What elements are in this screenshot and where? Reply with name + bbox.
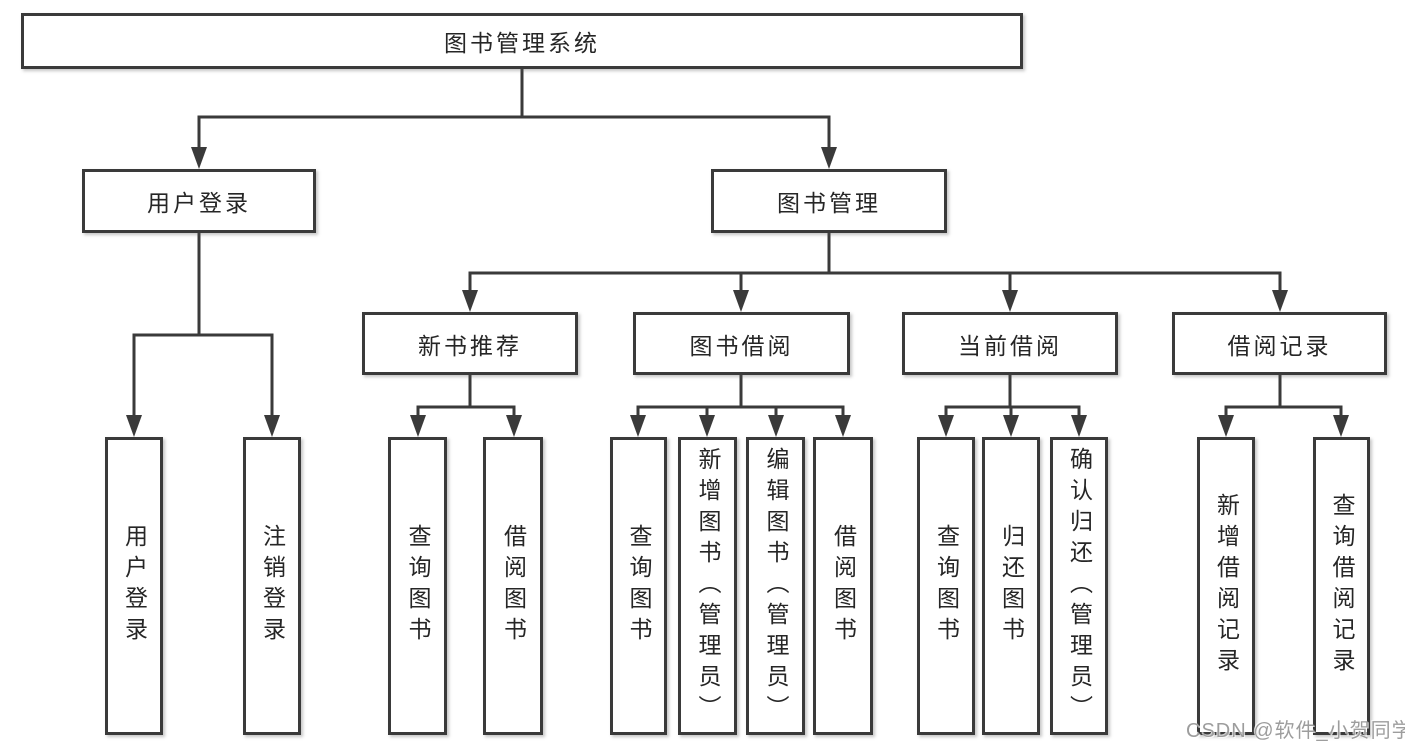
- node-add-book-admin: 新增图书（管理员）: [678, 437, 737, 735]
- arrow-down-icon: [630, 415, 646, 437]
- node-library-system: 图书管理系统: [21, 13, 1023, 69]
- arrow-down-icon: [768, 415, 784, 437]
- node-confirm-return-admin: 确认归还（管理员）: [1050, 437, 1108, 735]
- node-user-login: 用户登录: [82, 169, 316, 233]
- node-new-book-recommend: 新书推荐: [362, 312, 578, 375]
- node-book-management: 图书管理: [711, 169, 947, 233]
- connector-drop-lines: [132, 117, 1343, 431]
- node-borrow-books-recommend: 借阅图书: [483, 437, 543, 735]
- node-return-books: 归还图书: [982, 437, 1040, 735]
- node-borrow-records: 借阅记录: [1172, 312, 1387, 375]
- arrow-down-icon: [1218, 415, 1234, 437]
- arrow-down-icon: [410, 415, 426, 437]
- arrow-down-icon: [699, 415, 715, 437]
- arrow-down-icon: [191, 147, 207, 169]
- node-current-borrowing: 当前借阅: [902, 312, 1118, 375]
- node-edit-book-admin: 编辑图书（管理员）: [746, 437, 805, 735]
- node-add-borrow-record: 新增借阅记录: [1197, 437, 1255, 735]
- node-query-books-current: 查询图书: [917, 437, 975, 735]
- csdn-watermark: CSDN @软件_小贺同学: [1186, 720, 1405, 742]
- node-query-borrow-record: 查询借阅记录: [1313, 437, 1370, 735]
- node-query-books-recommend: 查询图书: [388, 437, 447, 735]
- node-query-books-borrowing: 查询图书: [610, 437, 667, 735]
- arrow-down-icon: [938, 415, 954, 437]
- arrow-down-icon: [1272, 290, 1288, 312]
- arrow-down-icon: [506, 415, 522, 437]
- arrow-down-icon: [1333, 415, 1349, 437]
- arrow-down-icon: [1002, 290, 1018, 312]
- arrow-down-icon: [462, 290, 478, 312]
- arrow-down-icon: [264, 415, 280, 437]
- node-borrow-books-leaf: 借阅图书: [813, 437, 873, 735]
- arrow-down-icon: [1003, 415, 1019, 437]
- node-user-login-leaf: 用户登录: [105, 437, 163, 735]
- node-logout-leaf: 注销登录: [243, 437, 301, 735]
- arrow-down-icon: [821, 147, 837, 169]
- arrow-down-icon: [126, 415, 142, 437]
- arrow-down-icon: [835, 415, 851, 437]
- connector-lines: [132, 69, 1343, 431]
- node-book-borrowing: 图书借阅: [633, 312, 850, 375]
- arrow-down-icon: [733, 290, 749, 312]
- arrow-down-icon: [1071, 415, 1087, 437]
